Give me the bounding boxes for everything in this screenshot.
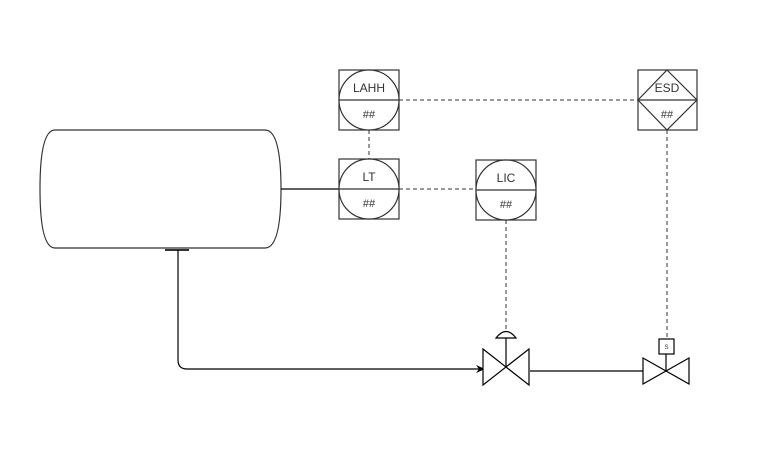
instrument-tag: LT	[362, 170, 376, 184]
instrument-lahh[interactable]: LAHH ##	[338, 69, 400, 131]
vessel-body	[39, 129, 282, 249]
instrument-lt[interactable]: LT ##	[338, 158, 400, 220]
instrument-tag: LAHH	[353, 81, 385, 95]
instrument-number: ##	[363, 109, 376, 121]
instrument-tag: ESD	[655, 81, 680, 95]
valve-body-icon	[642, 356, 690, 386]
instrument-number: ##	[661, 109, 674, 121]
instrument-number: ##	[363, 198, 376, 210]
shutdown-valve[interactable]: S	[642, 338, 690, 386]
instrument-tag: LIC	[497, 171, 516, 185]
horizontal-vessel[interactable]	[39, 129, 282, 251]
valve-body-icon	[482, 347, 530, 387]
control-valve[interactable]	[482, 330, 530, 387]
solenoid-label: S	[664, 345, 668, 351]
instrument-esd[interactable]: ESD ##	[637, 69, 698, 131]
instrument-lic[interactable]: LIC ##	[475, 159, 537, 221]
process-line-vessel-to-control-valve	[177, 250, 485, 373]
instrument-number: ##	[500, 199, 513, 211]
diaphragm-actuator-icon	[494, 330, 518, 339]
